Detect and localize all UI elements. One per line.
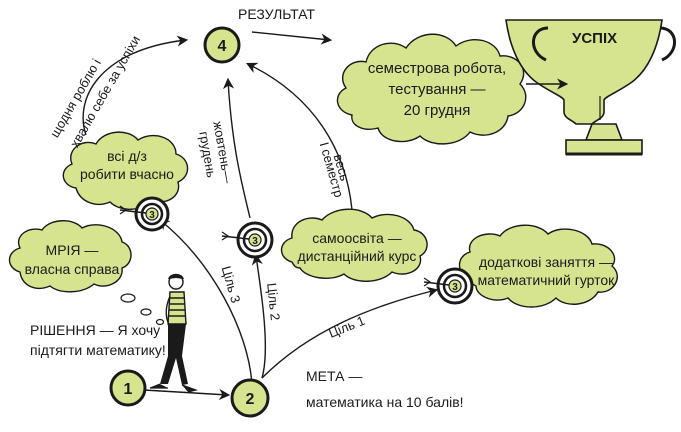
target-selfstudy-label: 3	[252, 236, 258, 247]
node-2-label: 2	[246, 391, 255, 408]
target-extra	[423, 267, 474, 305]
arrow-oct-dec	[222, 77, 251, 219]
dream-label-line1: МРІЯ —	[45, 242, 99, 258]
arrow-result	[251, 31, 333, 45]
extra-label-line2: математичний гурток	[477, 272, 615, 288]
target-homework-label: 3	[149, 210, 155, 221]
node-1	[109, 369, 147, 407]
selfstudy-label-line2: дистанційний курс	[297, 248, 417, 264]
selfstudy-cloud	[280, 208, 428, 282]
arrow-goal2	[251, 253, 267, 379]
trophy-icon	[505, 19, 676, 156]
walking-person-icon	[149, 273, 199, 393]
thought-bubble-2	[140, 308, 152, 316]
arrow-whole-semester	[245, 62, 353, 211]
result-label: РЕЗУЛЬТАТ	[238, 6, 315, 22]
extra-label-line1: додаткові заняття —	[478, 254, 614, 270]
node-4-label: 4	[218, 38, 227, 55]
semester-label-line2: тестування —	[388, 81, 486, 98]
homework-label-line2: робити вчасно	[80, 166, 174, 182]
homework-cloud	[62, 131, 189, 210]
success-label: УСПІХ	[572, 30, 618, 47]
target-extra-label: 3	[452, 282, 458, 293]
target-homework	[119, 196, 170, 232]
target-selfstudy	[221, 221, 274, 259]
dream-cloud	[8, 220, 132, 293]
meta-label-line1: МЕТА —	[306, 368, 363, 384]
arrow-praise	[82, 35, 189, 136]
homework-label-line1: всі д/з	[107, 148, 147, 164]
semester-label-line3: 20 грудня	[403, 102, 471, 119]
dream-label-line2: власна справа	[24, 261, 120, 277]
arrow-goal3	[158, 218, 253, 385]
decision-label-line2: підтягти математику!	[30, 342, 166, 358]
selfstudy-label-line1: самоосвіта —	[312, 230, 402, 246]
node-4	[203, 26, 241, 64]
node-1-label: 1	[124, 381, 133, 398]
arrow-1-to-2	[143, 388, 231, 401]
semester-label-line1: семестрова робота,	[367, 60, 507, 77]
node-2	[230, 378, 270, 418]
thought-bubble-1	[120, 293, 136, 303]
extra-cloud	[458, 224, 618, 308]
thought-bubble-3	[155, 318, 165, 326]
decision-label-line1: РІШЕННЯ — Я хочу	[30, 322, 161, 338]
meta-label-line2: математика на 10 балів!	[306, 394, 464, 410]
arrow-goal1	[261, 286, 439, 379]
